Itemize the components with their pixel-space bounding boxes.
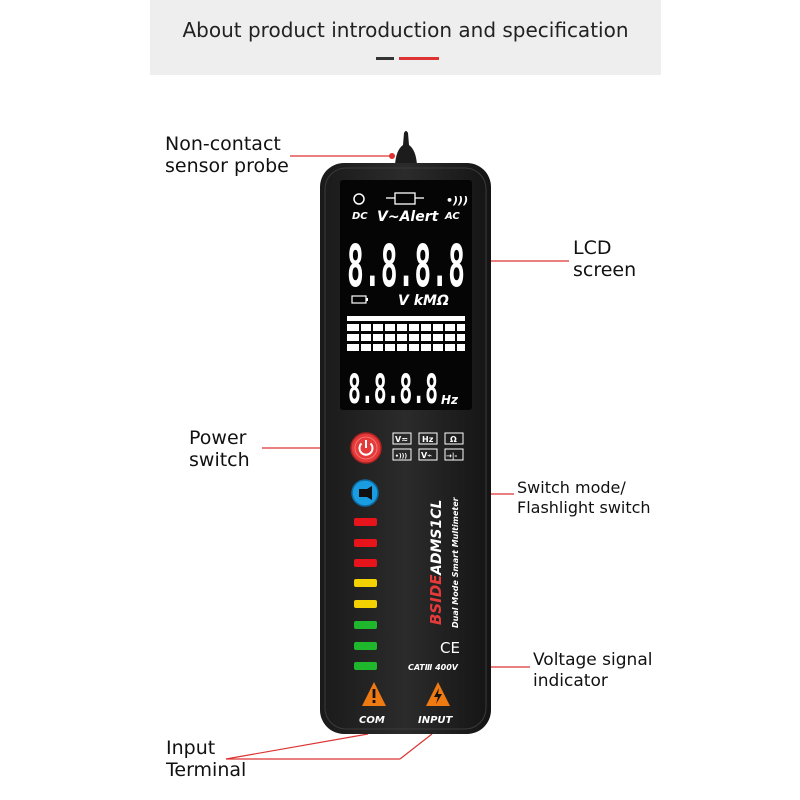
- led-red-2: [354, 539, 377, 547]
- input-leader-line-com: [225, 733, 369, 760]
- model-subtitle: Dual Mode Smart Multimeter: [451, 496, 460, 628]
- sensor-probe-label-line2: sensor probe: [165, 155, 289, 177]
- mode-icon-hz: Hz: [422, 435, 434, 444]
- sensor-leader-dot: [389, 153, 395, 159]
- input-terminal-label: Input Terminal: [166, 737, 246, 781]
- auto-off-icon: [353, 193, 365, 205]
- header-title: About product introduction and specifica…: [182, 18, 629, 42]
- mode-switch-label-line2: Flashlight switch: [517, 498, 651, 517]
- lcd-alert: V~Alert: [377, 209, 440, 225]
- voltage-indicator-label-line1: Voltage signal: [533, 650, 653, 670]
- led-yellow-1: [354, 579, 377, 587]
- lcd-main-digits: 8.8.8.8: [347, 232, 465, 300]
- device-body-edge: [324, 167, 487, 730]
- mode-switch-label-line1: Switch mode/: [517, 478, 626, 497]
- flashlight-icon: [359, 486, 372, 500]
- sensor-probe-label-line1: Non-contact: [165, 133, 281, 155]
- safety-rating: CATⅢ 400V: [408, 663, 459, 672]
- sensor-probe-label: Non-contact sensor probe: [165, 133, 289, 177]
- power-switch-label: Power switch: [189, 427, 250, 471]
- lcd-units: V kMΩ: [398, 293, 449, 309]
- input-terminal-label-line2: Terminal: [166, 759, 247, 781]
- mode-icon-continuity: •))): [395, 453, 407, 460]
- header-divider-dark: [376, 57, 394, 60]
- mode-icon-grid: V≂ Hz Ω •))) V⌁ →|-: [392, 432, 464, 461]
- input-warning-icon: [426, 682, 450, 706]
- lcd-screen: [340, 180, 472, 410]
- lcd-screen-label-line1: LCD: [573, 237, 612, 259]
- buzzer-lcd-icon: •))): [446, 194, 468, 207]
- mode-icon-live: V⌁: [421, 451, 432, 460]
- model-name: ADMS1CL: [429, 500, 445, 576]
- mode-icon-voltage: V≂: [395, 435, 408, 444]
- input-leader-line-input: [399, 733, 433, 760]
- power-icon: [358, 440, 374, 456]
- terminal-input-label: INPUT: [418, 715, 454, 726]
- lcd-dc: DC: [352, 211, 368, 222]
- lcd-screen-label: LCD screen: [573, 237, 636, 281]
- lcd-screen-label-line2: screen: [573, 259, 637, 281]
- voltage-led-bar: [354, 518, 377, 670]
- lcd-freq-digits: 8.8.8.8: [348, 367, 438, 413]
- voltage-indicator-label-line2: indicator: [533, 671, 608, 691]
- lcd-bargraph: [347, 316, 465, 351]
- led-red-3: [354, 559, 377, 567]
- lcd-ac: AC: [444, 211, 460, 222]
- header-divider-red: [399, 57, 439, 60]
- terminal-com-label: COM: [359, 715, 385, 726]
- led-red-1: [354, 518, 377, 526]
- ce-mark: CE: [440, 639, 460, 657]
- probe-tip: [395, 131, 417, 165]
- brand-logo: BSIDE: [427, 574, 445, 625]
- mode-icon-ohm: Ω: [450, 435, 457, 444]
- led-yellow-2: [354, 600, 377, 608]
- power-switch-label-line2: switch: [189, 449, 250, 471]
- voltage-indicator-label: Voltage signal indicator: [533, 650, 652, 692]
- led-green-1: [354, 621, 377, 629]
- mode-icon-diode: →|-: [446, 452, 457, 461]
- input-terminal-label-line1: Input: [166, 737, 216, 759]
- lcd-freq-unit: Hz: [441, 393, 459, 407]
- header-banner: About product introduction and specifica…: [150, 0, 661, 75]
- led-green-3: [354, 662, 377, 670]
- com-warning-icon: [362, 682, 386, 706]
- mode-switch-label: Switch mode/ Flashlight switch: [517, 478, 651, 518]
- led-green-2: [354, 642, 377, 650]
- power-switch-label-line1: Power: [189, 427, 247, 449]
